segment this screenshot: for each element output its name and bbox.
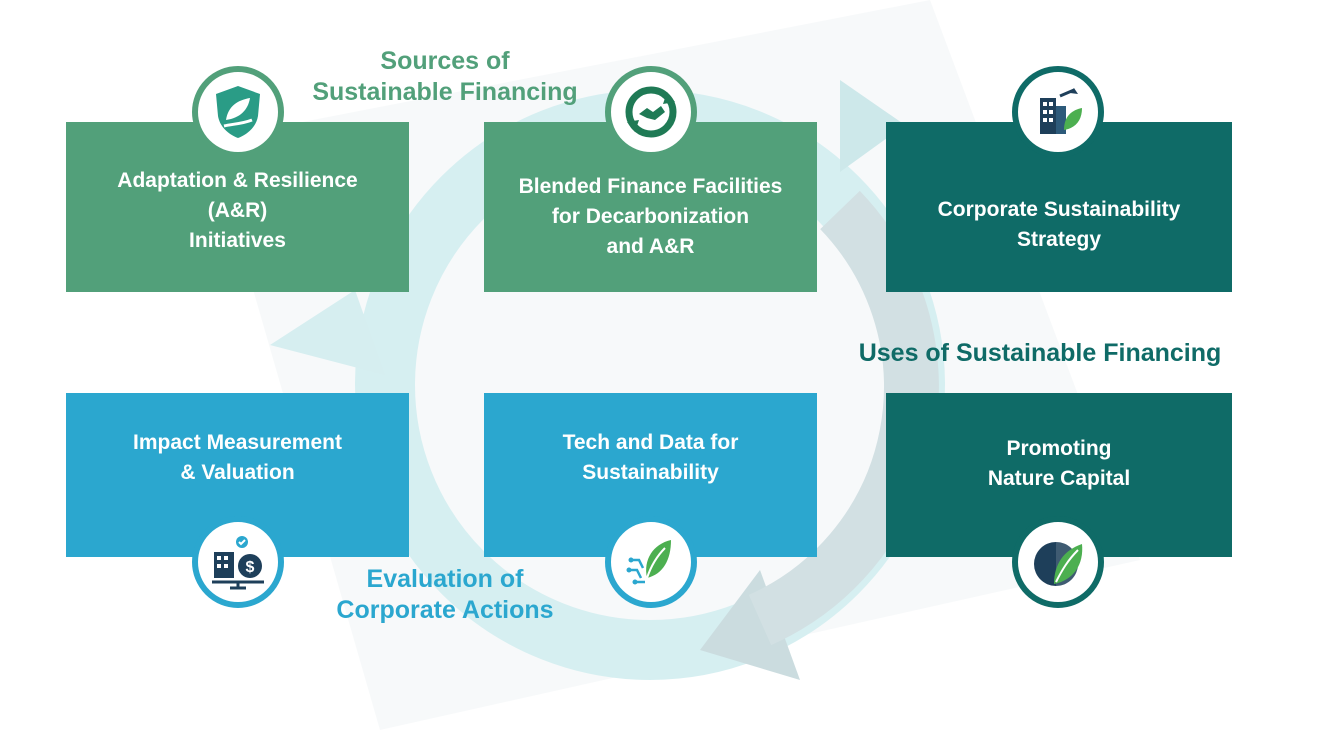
box-blended-finance-text: Blended Finance Facilities for Decarboni… [518, 175, 783, 258]
cycle-arrowhead-bottom [700, 570, 800, 680]
building-leaf-icon [1012, 66, 1104, 158]
box-impact-measurement-text: Impact Measurement & Valuation [133, 431, 342, 484]
box-adaptation-resilience-text: Adaptation & Resilience (A&R) Initiative… [117, 169, 358, 252]
box-adaptation-resilience: Adaptation & Resilience (A&R) Initiative… [66, 122, 409, 292]
cycle-arrowhead-left [270, 290, 385, 375]
handshake-cycle-icon [605, 66, 697, 158]
circuit-leaf-icon [605, 516, 697, 608]
globe-leaf-icon [1012, 516, 1104, 608]
box-corporate-strategy: Corporate Sustainability Strategy [886, 122, 1232, 292]
sources-section-label: Sources of Sustainable Financing [312, 47, 578, 107]
box-corporate-strategy-text: Corporate Sustainability Strategy [937, 198, 1181, 251]
cycle-arrowhead-top [840, 80, 905, 172]
svg-text:$: $ [246, 559, 255, 576]
uses-section-label: Uses of Sustainable Financing [858, 339, 1222, 367]
box-tech-data-text: Tech and Data for Sustainability [562, 431, 739, 484]
shield-leaf-icon [192, 66, 284, 158]
evaluation-section-label: Evaluation of Corporate Actions [336, 565, 554, 625]
scale-dollar-icon: $ [192, 516, 284, 608]
box-nature-capital-text: Promoting Nature Capital [987, 437, 1131, 490]
